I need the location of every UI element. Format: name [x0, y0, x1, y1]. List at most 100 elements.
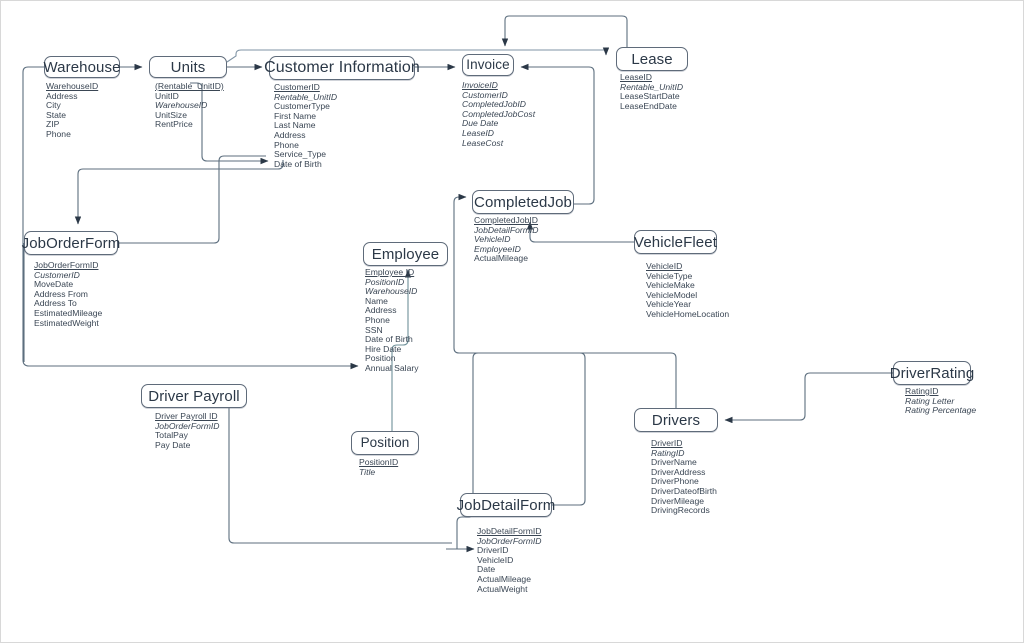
attribute: Employee ID: [365, 267, 415, 277]
attribute: VehicleModel: [646, 289, 698, 300]
entity-box-units[interactable]: Units: [149, 56, 227, 78]
attribute: Rating Percentage: [905, 405, 977, 416]
attribute: ZIP: [46, 119, 60, 130]
attribute: Address From: [34, 288, 88, 299]
entity-title-invoice: Invoice: [466, 57, 510, 73]
attribute: TotalPay: [155, 430, 188, 441]
entity-box-position[interactable]: Position: [351, 431, 419, 455]
entity-title-jobdetailform: JobDetailForm: [456, 496, 556, 514]
entity-box-driverrating[interactable]: DriverRating: [890, 361, 974, 385]
attribute: UnitSize: [155, 109, 187, 120]
entity-box-warehouse[interactable]: Warehouse: [43, 56, 121, 78]
wire-joborderform-units: [118, 155, 266, 244]
attribute: Date of Birth: [274, 158, 322, 169]
attribute: Pay Date: [155, 439, 191, 450]
attribute: DrivingRecords: [651, 505, 710, 516]
attribute: EstimatedWeight: [34, 317, 99, 328]
attribute: City: [46, 100, 61, 111]
attribute: DriverAddress: [651, 466, 706, 477]
attribute: Rating Letter: [905, 395, 955, 406]
attribute: Date of Birth: [365, 334, 413, 345]
entity-box-vehiclefleet[interactable]: VehicleFleet: [634, 230, 717, 254]
attribute: Annual Salary: [365, 362, 419, 373]
entity-title-employee: Employee: [371, 245, 440, 263]
attribute: Last Name: [274, 120, 316, 131]
entity-title-joborderform: JobOrderForm: [21, 234, 121, 252]
attribute: SSN: [365, 324, 383, 335]
attribute: Name: [365, 295, 388, 306]
wire-lease-invoice: [501, 15, 628, 47]
attribute: MoveDate: [34, 279, 74, 290]
attribute: WarehouseID: [365, 286, 418, 297]
attribute: Position: [365, 353, 396, 364]
attribute: VehicleMake: [646, 280, 695, 291]
attribute: Phone: [365, 314, 390, 325]
attribute: VehicleYear: [646, 299, 692, 310]
attribute: Address: [365, 305, 397, 316]
attribute: JobOrderFormID: [34, 260, 99, 270]
attribute: VehicleID: [474, 234, 511, 245]
attribute: RatingID: [905, 386, 939, 396]
entity-title-units: Units: [170, 58, 206, 76]
attribute: RatingID: [651, 447, 685, 458]
attribute: EmployeeID: [474, 243, 521, 254]
entity-title-driverrating: DriverRating: [889, 364, 975, 382]
attribute: CustomerID: [462, 89, 508, 100]
attribute: PositionID: [365, 276, 405, 287]
attribute: VehicleHomeLocation: [646, 308, 730, 319]
attribute: LeaseID: [462, 127, 495, 138]
attribute: Phone: [274, 139, 299, 150]
attribute: DriverDateofBirth: [651, 485, 717, 496]
attribute: DriverPhone: [651, 476, 699, 487]
entity-title-lease: Lease: [631, 50, 673, 68]
attribute: InvoiceID: [462, 80, 498, 90]
attribute: Driver Payroll ID: [155, 411, 218, 421]
entity-title-customer-information: Customer Information: [264, 59, 420, 76]
attribute: JobOrderFormID: [477, 535, 542, 546]
entity-box-jobdetailform[interactable]: JobDetailForm: [457, 493, 555, 517]
attribute: LeaseID: [620, 72, 653, 82]
entity-title-driver-payroll: Driver Payroll: [148, 387, 240, 405]
attribute: JobDetailFormID: [477, 526, 542, 536]
entity-box-lease[interactable]: Lease: [616, 47, 688, 71]
attribute: VehicleID: [646, 261, 683, 271]
entity-title-warehouse: Warehouse: [43, 58, 121, 76]
entity-box-joborderform[interactable]: JobOrderForm: [21, 231, 121, 255]
attribute: CompletedJobCost: [462, 108, 536, 119]
attribute: VehicleID: [477, 554, 514, 565]
attribute: DriverID: [477, 545, 509, 556]
entity-box-driver-payroll[interactable]: Driver Payroll: [141, 384, 247, 408]
attribute: JobDetailFormID: [474, 224, 539, 235]
wire-drivers-up: [478, 352, 677, 408]
attribute: DriverName: [651, 457, 697, 468]
entity-box-employee[interactable]: Employee: [363, 242, 448, 266]
attribute: WarehouseID: [155, 100, 208, 111]
attribute: Title: [359, 466, 376, 477]
attribute: ActualMileage: [477, 573, 531, 584]
attribute: DriverID: [651, 438, 683, 448]
attribute: Date: [477, 564, 496, 575]
entity-title-drivers: Drivers: [651, 411, 701, 429]
entity-box-invoice[interactable]: Invoice: [462, 54, 514, 76]
wire-driverrating-drivers: [724, 372, 893, 424]
attribute: Hire Date: [365, 343, 402, 354]
attribute: Due Date: [462, 118, 499, 129]
attribute: UnitID: [155, 90, 179, 101]
entity-title-position: Position: [360, 435, 410, 451]
entity-box-drivers[interactable]: Drivers: [634, 408, 718, 432]
attribute: CustomerID: [274, 82, 320, 92]
attribute: PositionID: [359, 457, 399, 467]
attribute: (Rentable_UnitID): [155, 81, 224, 91]
entity-box-completedjob[interactable]: CompletedJob: [472, 190, 574, 214]
entity-box-customer-information[interactable]: Customer Information: [264, 56, 420, 80]
